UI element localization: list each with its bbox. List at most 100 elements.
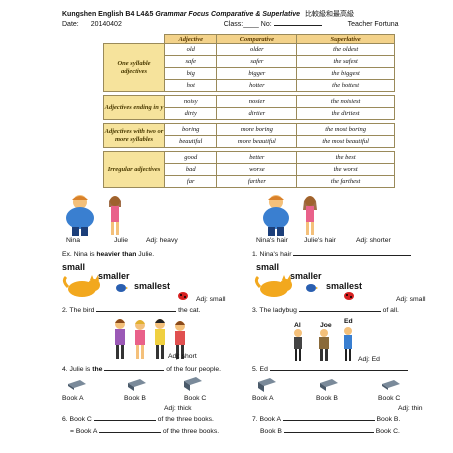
group-label: Adjectives ending in y [103,95,165,120]
q6b-blank[interactable] [98,432,161,433]
label-ninas-hair: Nina's hair [256,237,288,244]
question-6b: = Book A of the three books. [70,428,219,435]
adj-ed: Adj: Ed [358,356,380,363]
question-7a: 7. Book A Book B. [252,416,400,423]
cell: the oldest [296,43,395,56]
cell: the most beautiful [296,135,395,148]
book-a-icon-right [258,378,276,392]
q2-post: the cat. [178,307,201,314]
q3-blank[interactable] [298,311,381,312]
q4-pre: 4. Julie is [62,366,93,373]
adj-small-q2: Adj: small [196,296,226,303]
label-julies-hair: Julie's hair [304,237,336,244]
table-row: Adjectives with two or more syllables bo… [103,123,395,148]
cell: more beautiful [216,135,298,148]
hair-illustration [263,195,317,236]
word-smaller: smaller [98,271,130,281]
cell: good [163,151,218,164]
adj-small-q3: Adj: small [396,296,426,303]
cell: hotter [216,79,298,92]
cell: the worst [296,163,395,176]
q7b-blank[interactable] [283,432,374,433]
q7a-blank[interactable] [282,420,375,421]
book-a-label: Book A [62,395,84,402]
cell: the best [296,151,395,164]
cell: far [163,175,218,188]
cell: the most boring [296,123,395,136]
word-smallest: smallest [134,281,171,291]
table-header-row: Adjective Comparative Superlative [103,34,395,44]
group-label: Adjectives with two or more syllables [103,123,165,148]
col-adjective: Adjective [163,34,218,44]
label-julie: Julie [114,237,128,244]
book-c-icon-right [382,380,400,390]
cell: farther [216,175,298,188]
q1-blank[interactable] [293,255,412,256]
q5-blank[interactable] [269,370,408,371]
cell: the hottest [296,79,395,92]
cat-icon-right [254,275,292,297]
q7a-pre: 7. Book A [252,416,281,423]
q2-blank[interactable] [96,311,177,312]
book-b-icon-right [320,379,338,391]
ladybug-icon [178,292,188,300]
q4-post: of the four people. [166,366,222,373]
adj-short: Adj: short [168,353,197,360]
q3-post: of all. [382,307,399,314]
book-b-icon [128,379,146,391]
title-italic: Grammar Focus Comparative & Superlative [155,11,301,18]
cell: worse [216,163,298,176]
four-people-illustration [115,319,185,359]
word-small-right: small [256,262,280,272]
number-blank[interactable] [273,25,322,26]
title-chinese: 比較級和最高級 [305,10,355,18]
cell: better [216,151,298,164]
q2-pre: 2. The bird [62,307,95,314]
question-5: 5. Ed [252,366,408,373]
cell: safe [163,55,218,68]
book-a-icon [68,380,86,390]
bird-icon-right [306,284,318,292]
worksheet-title: Kungshen English B4 L4&5 Grammar Focus C… [62,9,354,19]
q7b-post: Book C. [375,428,400,435]
adj-shorter: Adj: shorter [356,237,391,244]
cell: older [216,43,298,56]
name-al: Al [294,322,301,329]
word-small: small [62,262,86,272]
q6a-blank[interactable] [93,420,156,421]
name-ed: Ed [344,318,353,325]
question-2: 2. The bird the cat. [62,307,200,314]
q7b-pre: Book B [260,428,282,435]
q4-bold: the [92,366,103,373]
date-value: 20140402 [90,21,122,28]
example-sentence: Ex. Nina is heavier than Julie. [62,251,154,258]
book-b-label-right: Book B [316,395,338,402]
cell: old [163,43,218,56]
header-info: Date: 20140402 Class:____ No: Teacher Fo… [62,21,399,28]
adj-heavy: Adj: heavy [146,237,178,244]
q7a-post: Book B. [376,416,401,423]
q6b-pre: = Book A [70,428,98,435]
cell: bigger [216,67,298,80]
book-b-label: Book B [124,395,146,402]
nina-julie-illustration [66,195,121,236]
cell: noisy [163,95,218,108]
question-4: 4. Julie is the of the four people. [62,366,221,373]
date-label: Date: [62,21,79,28]
cell: dirty [163,107,218,120]
q4-blank[interactable] [104,370,165,371]
grammar-table: Adjective Comparative Superlative One sy… [103,34,395,188]
cell: dirtier [216,107,298,120]
question-6a: 6. Book C of the three books. [62,416,214,423]
cell: beautiful [163,135,218,148]
ladybug-icon-right [344,292,354,300]
q3-pre: 3. The ladybug [252,307,297,314]
table-corner [103,34,165,44]
book-c-label: Book C [184,395,207,402]
cell: hot [163,79,218,92]
book-c-icon [184,377,202,391]
